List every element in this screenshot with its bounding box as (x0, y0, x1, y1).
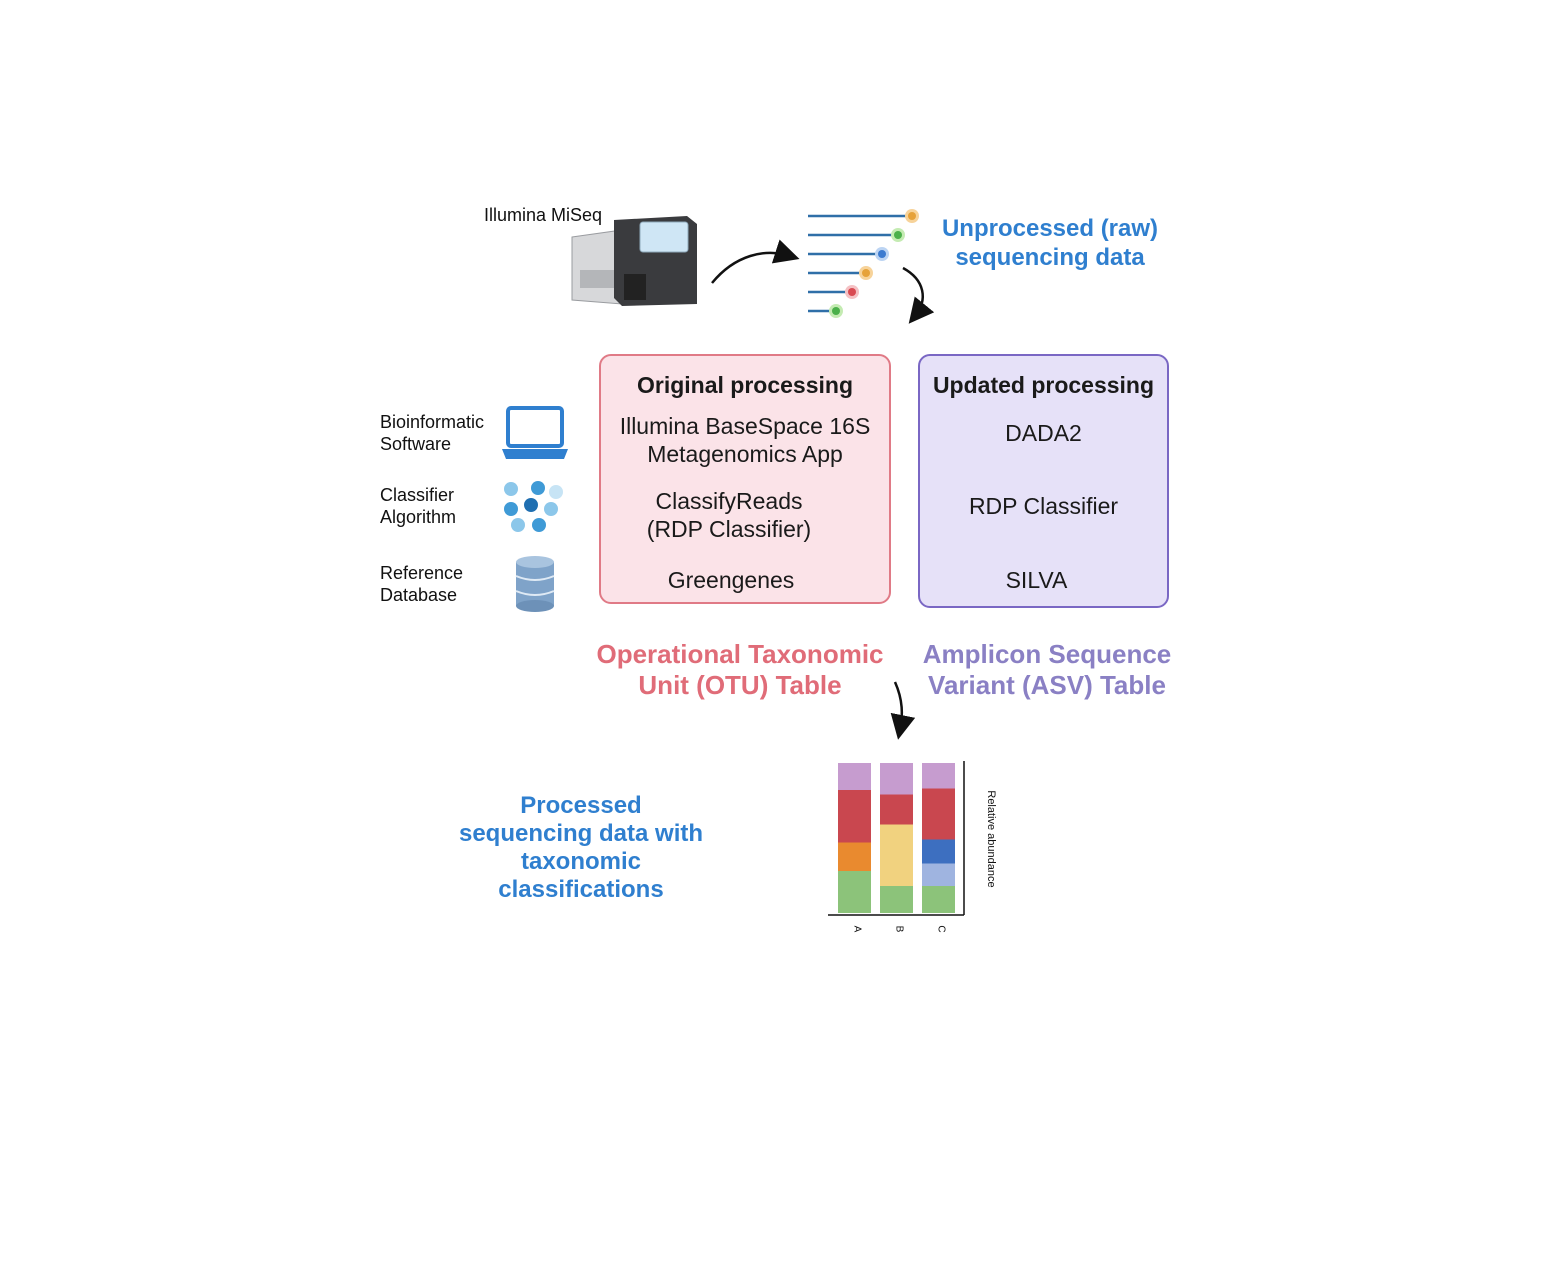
original-software: Illumina BaseSpace 16S Metagenomics App (601, 412, 889, 468)
otu-table-line2: Unit (OTU) Table (638, 670, 842, 700)
otu-table-label: Operational Taxonomic Unit (OTU) Table (590, 639, 890, 701)
original-software-line2: Metagenomics App (647, 441, 843, 467)
bar-segment-B-0 (880, 886, 913, 913)
legend-database-line1: Reference (380, 563, 464, 583)
bar-segment-C-4 (922, 839, 955, 864)
bar-segment-A-0 (838, 871, 871, 913)
bar-segment-C-6 (922, 763, 955, 789)
bar-segment-A-5 (838, 790, 871, 843)
tick-label-C: C (936, 925, 947, 932)
original-processing-box: Original processing Illumina BaseSpace 1… (599, 354, 891, 604)
original-classifier: ClassifyReads (RDP Classifier) (569, 487, 889, 543)
arrow-raw-to-processing (902, 266, 935, 324)
arrow-miseq-to-raw (711, 239, 800, 284)
processed-line2: sequencing data with (458, 820, 704, 847)
original-classifier-line2: (RDP Classifier) (646, 516, 812, 542)
legend-classifier-line2: Algorithm (380, 507, 457, 527)
updated-classifier: RDP Classifier (968, 493, 1119, 519)
raw-data-label-line1: Unprocessed (raw) (941, 215, 1159, 242)
updated-database: SILVA (1005, 567, 1068, 593)
bar-segment-C-3 (922, 863, 955, 886)
legend-database-line2: Database (380, 585, 458, 605)
bar-segment-B-2 (880, 824, 913, 886)
miseq-label: Illumina MiSeq (484, 205, 603, 225)
otu-table-line1: Operational Taxonomic (596, 639, 884, 669)
original-classifier-line1: ClassifyReads (655, 488, 803, 514)
sequencer-icon (571, 216, 697, 306)
tick-label-A: A (852, 926, 863, 933)
asv-table-label: Amplicon Sequence Variant (ASV) Table (916, 639, 1178, 701)
bar-segment-A-6 (838, 763, 871, 790)
raw-data-label: Unprocessed (raw) sequencing data (930, 214, 1170, 272)
legend-software-line1: Bioinformatic (380, 412, 485, 432)
laptop-icon (502, 406, 568, 459)
chart-y-axis-label: Relative abundance (985, 790, 997, 887)
updated-processing-box: Updated processing DADA2 RDP Classifier … (918, 354, 1169, 608)
legend-software-line2: Software (380, 434, 452, 454)
original-database: Greengenes (667, 567, 795, 593)
raw-reads-icon (808, 209, 919, 318)
processed-line4: classifications (498, 876, 664, 903)
asv-table-line2: Variant (ASV) Table (928, 670, 1166, 700)
raw-data-label-line2: sequencing data (955, 244, 1145, 271)
processed-line3: taxonomic (520, 848, 642, 875)
legend-database-label: Reference Database (380, 562, 463, 606)
legend-classifier-line1: Classifier (380, 485, 455, 505)
bar-segment-A-1 (838, 842, 871, 871)
bar-segment-C-5 (922, 788, 955, 840)
updated-software: DADA2 (1005, 420, 1082, 446)
bar-segment-C-0 (922, 886, 955, 913)
database-icon (515, 556, 555, 612)
tick-label-B: B (894, 926, 905, 933)
chart-tick-labels: A B C (852, 925, 947, 932)
processed-data-label: Processed sequencing data with taxonomic… (450, 792, 712, 904)
original-title: Original processing (637, 372, 853, 398)
bar-segment-B-6 (880, 763, 913, 795)
legend-classifier-label: Classifier Algorithm (380, 484, 456, 528)
processed-line1: Processed (520, 792, 642, 819)
arrow-table-to-chart (890, 681, 916, 740)
original-software-line1: Illumina BaseSpace 16S (619, 413, 871, 439)
asv-table-line1: Amplicon Sequence (922, 639, 1172, 669)
updated-title: Updated processing (932, 372, 1155, 398)
relative-abundance-chart: A B C Relative abundance (828, 761, 997, 933)
molecule-cluster-icon (504, 481, 563, 532)
chart-bars (838, 763, 955, 913)
legend-software-label: Bioinformatic Software (380, 411, 484, 455)
bar-segment-B-5 (880, 794, 913, 825)
